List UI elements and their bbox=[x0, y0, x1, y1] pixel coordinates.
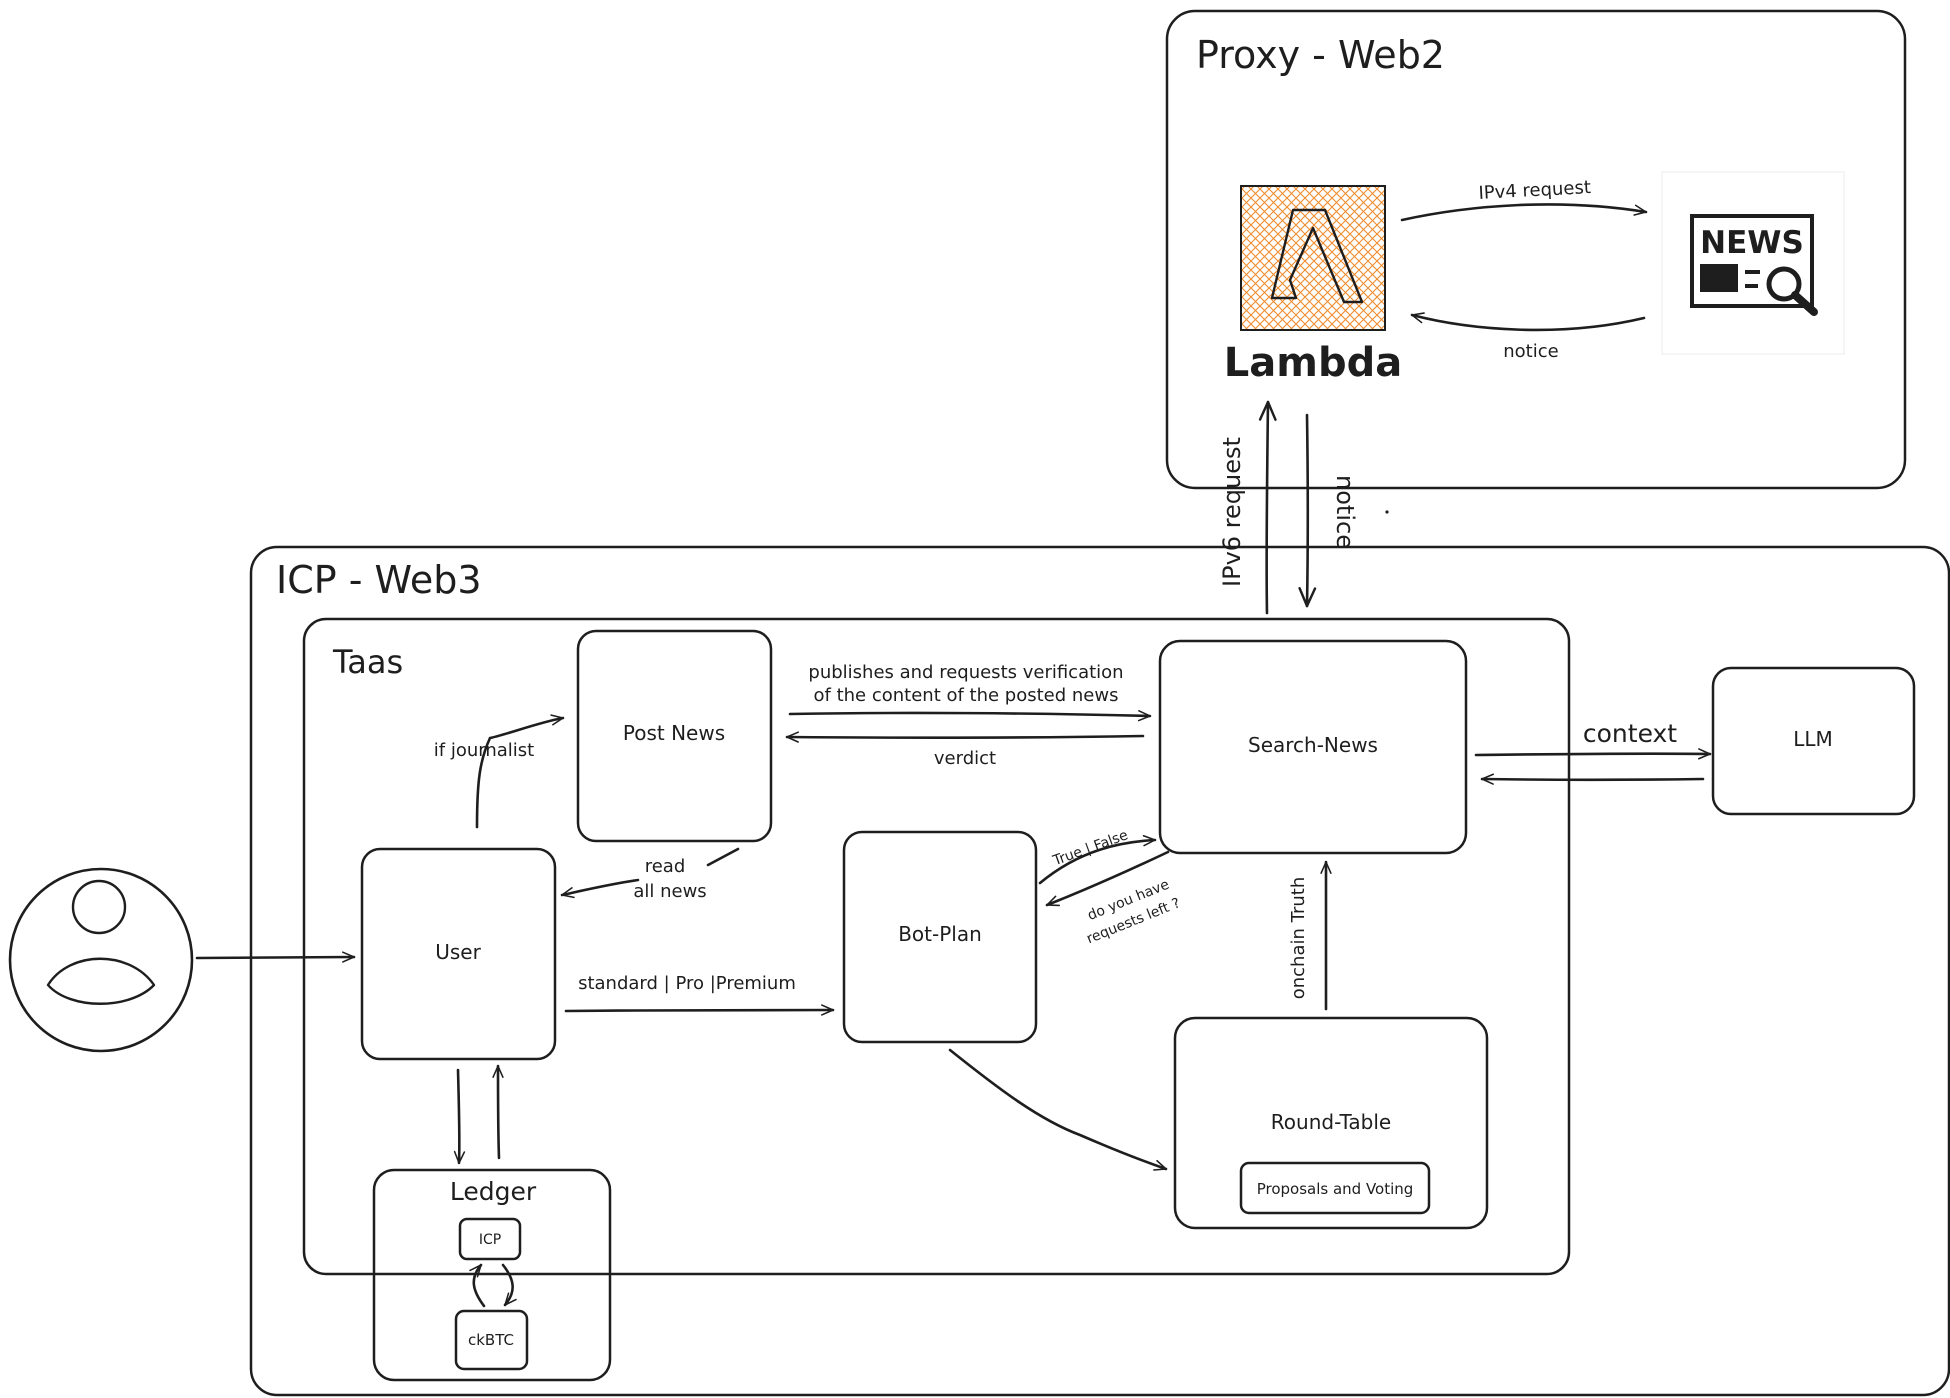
proposals-label: Proposals and Voting bbox=[1257, 1180, 1414, 1198]
proxy-title: Proxy - Web2 bbox=[1196, 33, 1445, 77]
llm-label: LLM bbox=[1793, 727, 1833, 751]
icp-token-node[interactable]: ICP bbox=[458, 1217, 522, 1261]
post-news-node[interactable]: Post News bbox=[576, 629, 773, 843]
user-avatar-icon bbox=[8, 867, 194, 1053]
edge-label-plans: standard | Pro |Premium bbox=[578, 973, 796, 994]
ledger-label: Ledger bbox=[450, 1177, 537, 1206]
proxy-web2-container: Proxy - Web2 bbox=[1165, 9, 1907, 490]
news-source-node[interactable]: NEWS bbox=[1661, 171, 1845, 355]
edge-label-all-news: all news bbox=[633, 881, 706, 902]
edge-label-context: context bbox=[1583, 719, 1677, 748]
lambda-label: Lambda bbox=[1224, 340, 1402, 386]
round-table-label: Round-Table bbox=[1271, 1110, 1391, 1134]
ckbtc-node[interactable]: ckBTC bbox=[454, 1309, 529, 1371]
lambda-icon bbox=[1270, 208, 1364, 304]
edge-label-publishes-2: of the content of the posted news bbox=[814, 685, 1119, 706]
edge-label-ipv4: IPv4 request bbox=[1478, 177, 1591, 204]
post-news-label: Post News bbox=[623, 721, 725, 745]
edge-label-true-false: True | False bbox=[1050, 827, 1130, 869]
edge-label-notice-bridge: notice bbox=[1331, 475, 1359, 549]
icp-web3-container: ICP - Web3 bbox=[249, 545, 1950, 1397]
search-news-node[interactable]: Search-News bbox=[1158, 639, 1468, 855]
ledger-node[interactable]: Ledger ICP ckBTC bbox=[372, 1168, 612, 1382]
lambda-node[interactable]: Lambda bbox=[1224, 185, 1402, 386]
search-news-label: Search-News bbox=[1248, 733, 1378, 757]
icp-title: ICP - Web3 bbox=[276, 558, 482, 602]
edge-label-read: read bbox=[645, 856, 686, 877]
bot-plan-node[interactable]: Bot-Plan bbox=[842, 830, 1038, 1044]
edge-label-verdict: verdict bbox=[934, 748, 996, 769]
edge-label-publishes-1: publishes and requests verification bbox=[808, 662, 1123, 683]
llm-node[interactable]: LLM bbox=[1711, 666, 1916, 816]
edge-label-if-journalist: if journalist bbox=[434, 740, 534, 761]
icp-token-label: ICP bbox=[479, 1232, 501, 1248]
edge-label-onchain-truth: onchain Truth bbox=[1288, 877, 1309, 1000]
user-node[interactable]: User bbox=[360, 847, 557, 1061]
taas-title: Taas bbox=[332, 643, 403, 681]
round-table-node[interactable]: Round-Table Proposals and Voting bbox=[1173, 1016, 1489, 1230]
bot-plan-label: Bot-Plan bbox=[898, 922, 982, 946]
edge-label-notice-proxy: notice bbox=[1503, 341, 1558, 362]
news-icon-text: NEWS bbox=[1700, 225, 1804, 261]
edge-label-ipv6: IPv6 request bbox=[1218, 437, 1246, 587]
ckbtc-label: ckBTC bbox=[468, 1331, 514, 1349]
user-label: User bbox=[435, 940, 481, 964]
news-search-icon: NEWS bbox=[1690, 214, 1818, 316]
taas-container: Taas bbox=[302, 617, 1571, 1276]
